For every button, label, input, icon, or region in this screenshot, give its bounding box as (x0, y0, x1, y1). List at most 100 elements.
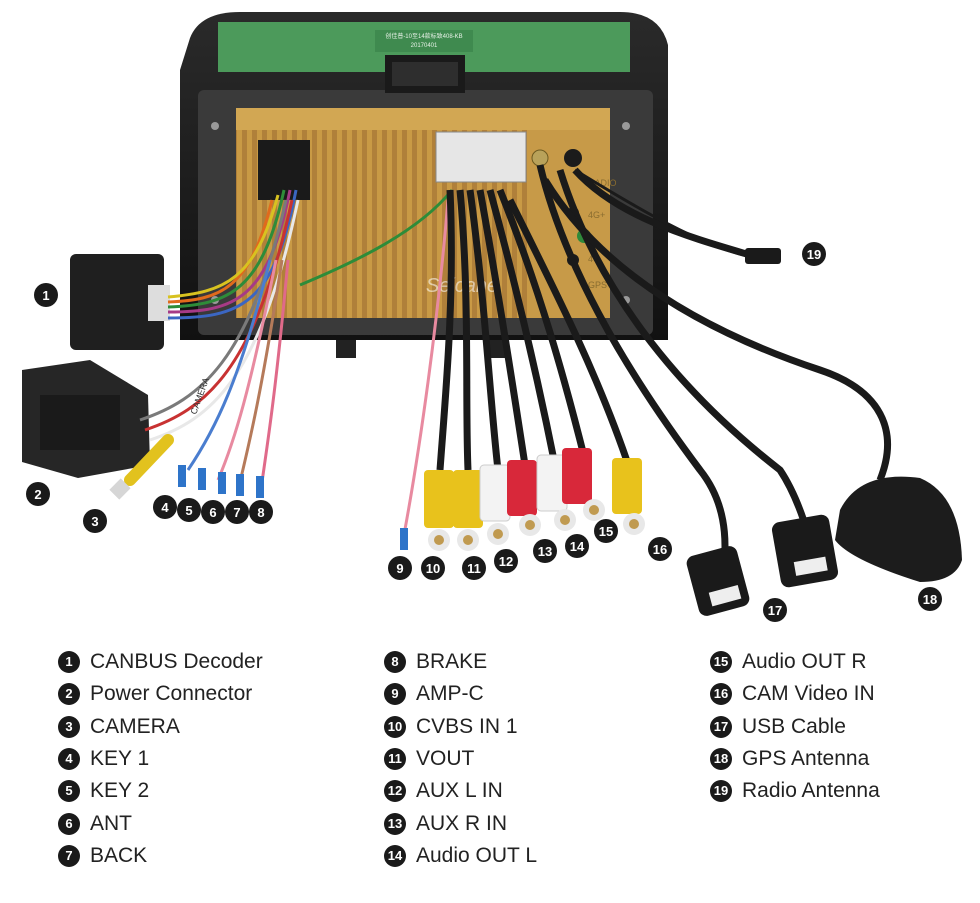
svg-text:2: 2 (34, 487, 41, 502)
pcb-text-2: 20170401 (411, 43, 438, 49)
callout-10: 10 (421, 556, 445, 580)
legend-item: 18 GPS Antenna (710, 743, 880, 775)
port-label-radio: RADIO (588, 178, 617, 188)
callout-2: 2 (26, 482, 50, 506)
callout-14: 14 (565, 534, 589, 558)
legend-number: 19 (710, 780, 732, 803)
callout-17: 17 (763, 598, 787, 622)
legend-item: 2 Power Connector (58, 678, 263, 710)
legend-number: 16 (710, 683, 732, 706)
legend-label: AUX L IN (416, 779, 503, 803)
port-label-4g-plus: 4G+ (588, 210, 605, 220)
legend-number: 7 (58, 844, 80, 867)
callout-18: 18 (918, 587, 942, 611)
callout-5: 5 (177, 498, 201, 522)
canbus-decoder-box (70, 254, 170, 350)
wire-harness (139, 189, 454, 541)
legend-number: 11 (384, 748, 406, 771)
callout-13: 13 (533, 539, 557, 563)
legend-item: 3 CAMERA (58, 711, 263, 743)
head-unit-body: 创佳普-10至14款标致408-KB 20170401 RADIO 4G+ 4G… (180, 12, 668, 358)
svg-text:10: 10 (426, 561, 440, 576)
product-wiring-diagram: 创佳普-10至14款标致408-KB 20170401 RADIO 4G+ 4 G… (22, 12, 962, 622)
legend-item: 5 KEY 2 (58, 775, 263, 807)
callout-9: 9 (388, 556, 412, 580)
legend-label: ANT (90, 811, 132, 835)
rca-connectors (424, 448, 645, 551)
legend-label: KEY 2 (90, 779, 150, 803)
radio-antenna-plug (574, 168, 781, 264)
legend-item: 13 AUX R IN (384, 807, 537, 839)
legend-item: 17 USB Cable (710, 711, 880, 743)
svg-text:3: 3 (91, 514, 98, 529)
legend-item: 19 Radio Antenna (710, 775, 880, 807)
callout-3: 3 (83, 509, 107, 533)
legend-number: 2 (58, 683, 80, 706)
svg-text:8: 8 (257, 505, 264, 520)
wire-pins (178, 465, 408, 550)
svg-text:5: 5 (185, 503, 192, 518)
legend-item: 16 CAM Video IN (710, 678, 880, 710)
svg-text:11: 11 (467, 561, 481, 576)
connector-block (435, 131, 527, 183)
callout-1: 1 (34, 283, 58, 307)
svg-text:13: 13 (538, 544, 552, 559)
legend-number: 18 (710, 748, 732, 771)
legend-label: Power Connector (90, 682, 253, 706)
legend-label: USB Cable (742, 714, 846, 738)
legend-item: 4 KEY 1 (58, 743, 263, 775)
legend-number: 3 (58, 715, 80, 738)
svg-text:17: 17 (768, 603, 782, 618)
legend-item: 10 CVBS IN 1 (384, 711, 537, 743)
port-label-gps: GPS (588, 280, 607, 290)
svg-text:12: 12 (499, 554, 513, 569)
legend-number: 17 (710, 715, 732, 738)
legend-label: CVBS IN 1 (416, 714, 518, 738)
svg-text:9: 9 (396, 561, 403, 576)
pcb-text-1: 创佳普-10至14款标致408-KB (385, 32, 462, 40)
legend-item: 14 Audio OUT L (384, 840, 537, 872)
legend-label: VOUT (416, 747, 475, 771)
svg-text:16: 16 (653, 542, 667, 557)
legend-label: AMP-C (416, 682, 484, 706)
legend-label: Audio OUT L (416, 843, 538, 867)
legend-label: CANBUS Decoder (90, 650, 263, 674)
callout-markers: 1 2 3 4 5 6 7 8 9 10 11 12 13 14 15 16 1… (26, 242, 942, 622)
legend-number: 12 (384, 780, 406, 803)
legend-number: 4 (58, 748, 80, 771)
legend-label: CAMERA (90, 714, 180, 738)
legend-number: 5 (58, 780, 80, 803)
svg-text:1: 1 (42, 288, 49, 303)
usb-connectors (686, 514, 839, 616)
camera-rca (109, 434, 174, 500)
callout-8: 8 (249, 500, 273, 524)
legend-label: CAM Video IN (742, 682, 875, 706)
legend-number: 15 (710, 651, 732, 674)
svg-text:6: 6 (209, 505, 216, 520)
svg-text:14: 14 (570, 539, 585, 554)
legend-number: 13 (384, 812, 406, 835)
legend-label: GPS Antenna (742, 747, 870, 771)
legend-number: 6 (58, 812, 80, 835)
callout-4: 4 (153, 495, 177, 519)
legend-item: 12 AUX L IN (384, 775, 537, 807)
legend-label: BRAKE (416, 650, 488, 674)
legend-number: 8 (384, 651, 406, 674)
legend-item: 6 ANT (58, 807, 263, 839)
svg-text:4: 4 (161, 500, 169, 515)
legend-number: 10 (384, 715, 406, 738)
legend-label: AUX R IN (416, 811, 508, 835)
svg-text:7: 7 (233, 505, 240, 520)
legend-number: 14 (384, 844, 406, 867)
svg-text:15: 15 (599, 524, 613, 539)
legend-label: Radio Antenna (742, 779, 880, 803)
legend-label: KEY 1 (90, 747, 150, 771)
callout-7: 7 (225, 500, 249, 524)
callout-15: 15 (594, 519, 618, 543)
